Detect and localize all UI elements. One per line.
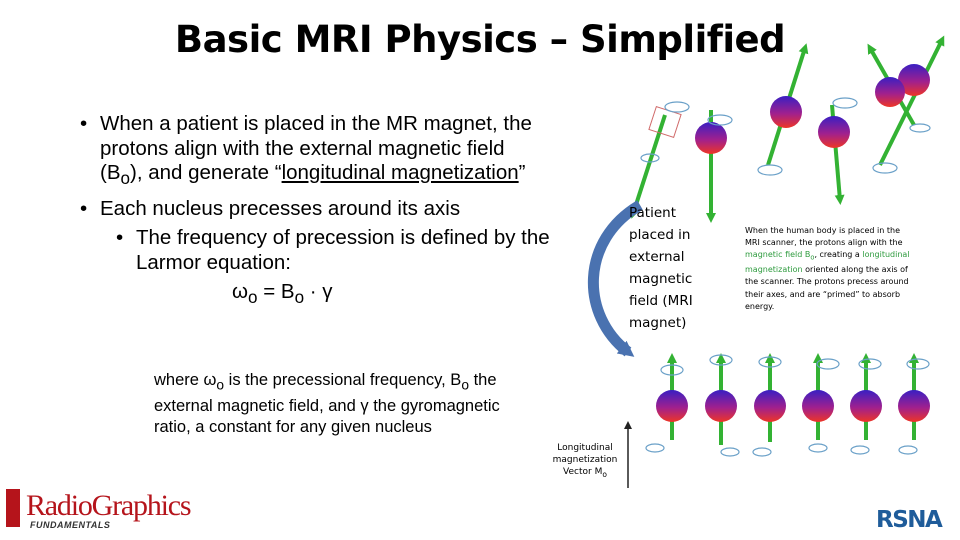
subbullet-larmor: • The frequency of precession is defined… [80, 226, 550, 275]
proton-sphere [770, 96, 802, 128]
note-text: the external magnetic field, and γ the g… [154, 371, 500, 437]
rsna-logo: RSNA [876, 507, 943, 533]
equation-text: = B [257, 280, 295, 304]
proton-random-1 [629, 101, 690, 219]
proton-aligned-1 [645, 353, 688, 453]
precession-ring [664, 101, 690, 113]
bullet-text: ” [518, 161, 526, 184]
precession-ring [709, 354, 733, 366]
slide-title: Basic MRI Physics – Simplified [174, 18, 786, 61]
magnetization-vector-label: Longitudinal magnetization Vector Mo [540, 442, 630, 481]
subscript: o [461, 377, 469, 393]
scanner-description: When the human body is placed in the MRI… [745, 225, 915, 313]
proton-sphere [898, 64, 930, 96]
proton-random-6 [867, 43, 931, 133]
precession-ring [872, 162, 898, 174]
precession-ring [757, 164, 783, 176]
subscript: o [216, 377, 225, 393]
bullet-text: ), and generate “ [130, 161, 282, 184]
precession-ring [660, 364, 684, 376]
precession-ring [906, 358, 930, 370]
proton-sphere [818, 116, 850, 148]
bullet-precession: • Each nucleus precesses around its axis [80, 197, 550, 222]
proton-sphere [898, 390, 930, 422]
proton-sphere [850, 390, 882, 422]
proton-random-4 [818, 97, 858, 205]
bullet-alignment: • When a patient is placed in the MR mag… [80, 112, 550, 192]
proton-sphere [754, 390, 786, 422]
description-text: oriented along the axis of the scanner. … [745, 265, 909, 311]
precession-ring [909, 123, 931, 133]
bullet-dot: • [80, 112, 88, 135]
note-text: where ω [154, 371, 217, 389]
subscript: o [248, 288, 258, 308]
subscript: o [120, 169, 131, 189]
proton-sphere [802, 390, 834, 422]
description-text: , creating a [814, 250, 863, 260]
bullet-dot: • [116, 226, 124, 250]
proton-random-2 [695, 110, 733, 223]
proton-aligned-3 [752, 353, 786, 457]
radiographics-logo: RadioGraphics FUNDAMENTALS [4, 486, 204, 538]
proton-aligned-6 [898, 353, 930, 455]
patient-placed-label: Patient placed in external magnetic fiel… [629, 205, 693, 331]
longitudinal-magnetization-term: longitudinal magnetization [281, 161, 519, 184]
proton-aligned-2 [705, 353, 740, 457]
precession-ring [640, 153, 660, 163]
omega-symbol: ω [232, 280, 249, 304]
bullet-text: Each nucleus precesses around its axis [100, 196, 461, 220]
note-text: is the precessional frequency, B [224, 371, 462, 389]
precession-ring [808, 443, 828, 453]
proton-sphere [705, 390, 737, 422]
radiographics-wordmark: RadioGraphics [26, 489, 192, 522]
precession-ring [898, 445, 918, 455]
precession-ring [720, 447, 740, 457]
precession-ring [816, 358, 840, 370]
precession-ring [758, 356, 782, 368]
proton-sphere [875, 77, 905, 107]
description-text: When the human body is placed in the MRI… [745, 226, 903, 248]
subscript: o [294, 288, 305, 308]
radiographics-mark [6, 489, 20, 527]
precession-ring [858, 358, 882, 370]
subscript: o [602, 469, 607, 479]
equation-note: where ωo is the precessional frequency, … [154, 370, 526, 439]
bullet-dot: • [80, 196, 88, 220]
proton-random-3 [757, 43, 809, 176]
label-line: magnetization [552, 455, 618, 465]
label-line: Longitudinal [557, 443, 613, 453]
precession-ring [850, 445, 870, 455]
label-text: Vector M [563, 467, 603, 477]
larmor-equation: ωo = Bo · γ [80, 280, 550, 311]
longitudinal-magnetization-term: longitudinal magnetization [745, 250, 910, 275]
label-line: Vector Mo [540, 466, 630, 481]
bullet-text: The frequency of precession is defined b… [136, 226, 550, 274]
spin-arrow [629, 114, 667, 219]
transition-arrow [587, 200, 643, 357]
bullet-list: • When a patient is placed in the MR mag… [80, 112, 550, 311]
proton-aligned-5 [850, 353, 882, 455]
fundamentals-wordmark: FUNDAMENTALS [30, 520, 111, 530]
magnetic-field-term: magnetic field B [745, 250, 811, 260]
proton-outline [648, 105, 682, 139]
proton-aligned-4 [802, 353, 840, 453]
bullet-text: When a patient is placed in the MR magne… [100, 112, 532, 184]
precession-ring [707, 114, 733, 126]
proton-sphere [695, 122, 727, 154]
spin-arrow [878, 35, 945, 166]
precession-ring [645, 443, 665, 453]
proton-random-5 [872, 35, 945, 174]
subscript: o [810, 254, 815, 262]
precession-ring [832, 97, 858, 109]
equation-text: · γ [304, 280, 333, 304]
proton-sphere [656, 390, 688, 422]
precession-ring [752, 447, 772, 457]
